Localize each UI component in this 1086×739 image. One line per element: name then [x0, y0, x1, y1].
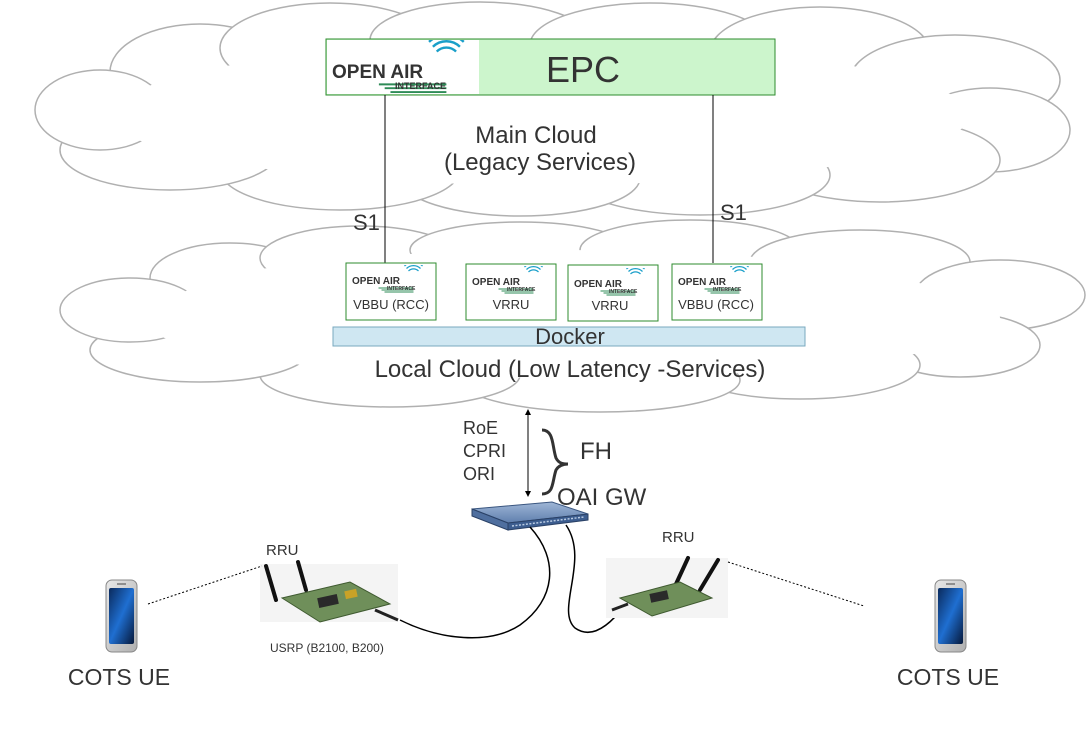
network-switch-icon: [471, 501, 589, 531]
gateway-label: OAI GW: [557, 484, 647, 511]
rru-right-label: RRU: [662, 529, 695, 546]
radio-link-left: [147, 565, 263, 605]
epc-box: OPEN AIR INTERFACE EPC: [325, 38, 776, 96]
module-vbbu-left: OPEN AIR INTERFACE VBBU (RCC): [345, 262, 437, 321]
local-cloud-label: Local Cloud (Low Latency -Services): [375, 356, 766, 383]
module-vbbu-right: OPEN AIR INTERFACE VBBU (RCC): [671, 263, 763, 321]
logo-interface-text: INTERFACE: [387, 286, 416, 292]
s1-label-left: S1: [353, 210, 380, 235]
smartphone-left-icon: [105, 579, 138, 653]
protocol-ori: ORI: [463, 464, 495, 484]
logo-open-air-text: OPEN AIR: [472, 277, 521, 288]
main-cloud-subtitle: (Legacy Services): [444, 149, 636, 176]
fh-brace-icon: [541, 428, 569, 496]
oai-logo-icon: OPEN AIR INTERFACE: [332, 40, 466, 94]
logo-interface-text: INTERFACE: [507, 287, 536, 293]
logo-interface-text: INTERFACE: [713, 287, 742, 293]
protocol-roe: RoE: [463, 418, 498, 438]
cable-right: [565, 524, 626, 633]
protocol-cpri: CPRI: [463, 441, 506, 461]
ue-right-label: COTS UE: [897, 664, 999, 690]
module-vrru-2: OPEN AIR INTERFACE VRRU: [567, 264, 659, 322]
usrp-label: USRP (B2100, B200): [270, 641, 384, 655]
logo-interface-text: INTERFACE: [609, 289, 638, 295]
module-label: VRRU: [592, 298, 629, 313]
module-label: VRRU: [493, 297, 530, 312]
fh-label: FH: [580, 438, 612, 465]
cable-left: [399, 526, 551, 639]
logo-open-air-text: OPEN AIR: [332, 62, 423, 83]
module-label: VBBU (RCC): [678, 297, 754, 312]
epc-label: EPC: [546, 49, 620, 90]
usrp-board-left-icon: [260, 560, 399, 623]
main-cloud-title: Main Cloud: [475, 122, 596, 149]
module-label: VBBU (RCC): [353, 297, 429, 312]
ue-left-label: COTS UE: [68, 664, 170, 690]
docker-label: Docker: [535, 324, 605, 349]
radio-link-right: [727, 561, 865, 607]
logo-open-air-text: OPEN AIR: [678, 277, 727, 288]
logo-interface-text: INTERFACE: [395, 81, 446, 91]
smartphone-right-icon: [934, 579, 967, 653]
logo-open-air-text: OPEN AIR: [352, 276, 401, 287]
docker-bar: Docker: [332, 324, 806, 349]
logo-open-air-text: OPEN AIR: [574, 279, 623, 290]
usrp-board-right-icon: [606, 556, 728, 618]
rru-left-label: RRU: [266, 542, 299, 559]
s1-label-right: S1: [720, 200, 747, 225]
module-vrru-1: OPEN AIR INTERFACE VRRU: [465, 263, 557, 321]
